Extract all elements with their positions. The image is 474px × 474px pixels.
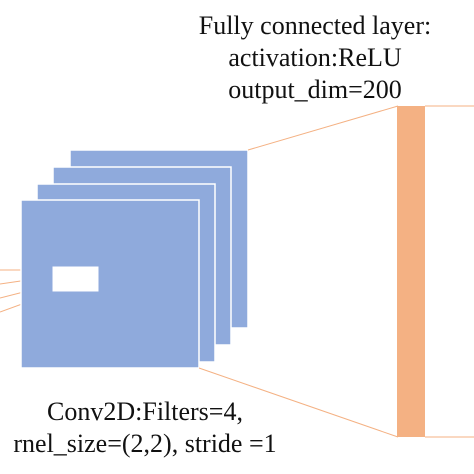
fully-connected-caption: Fully connected layer: activation:ReLU o…	[150, 10, 474, 106]
dense-connector-top	[247, 105, 399, 151]
feature-map-1	[20, 199, 200, 369]
conv-caption-line-2: rnel_size=(2,2), stride =1	[13, 429, 277, 458]
fc-caption-line-3: output_dim=200	[228, 75, 402, 104]
dense-layer-bar	[397, 106, 425, 437]
kernel-window	[51, 265, 100, 293]
dense-connector-bottom	[198, 367, 399, 438]
conv-caption-line-1: Conv2D:Filters=4,	[47, 397, 243, 426]
conv2d-caption: Conv2D:Filters=4, rnel_size=(2,2), strid…	[0, 396, 310, 460]
fc-caption-line-1: Fully connected layer:	[198, 11, 432, 40]
fc-caption-line-2: activation:ReLU	[228, 43, 402, 72]
